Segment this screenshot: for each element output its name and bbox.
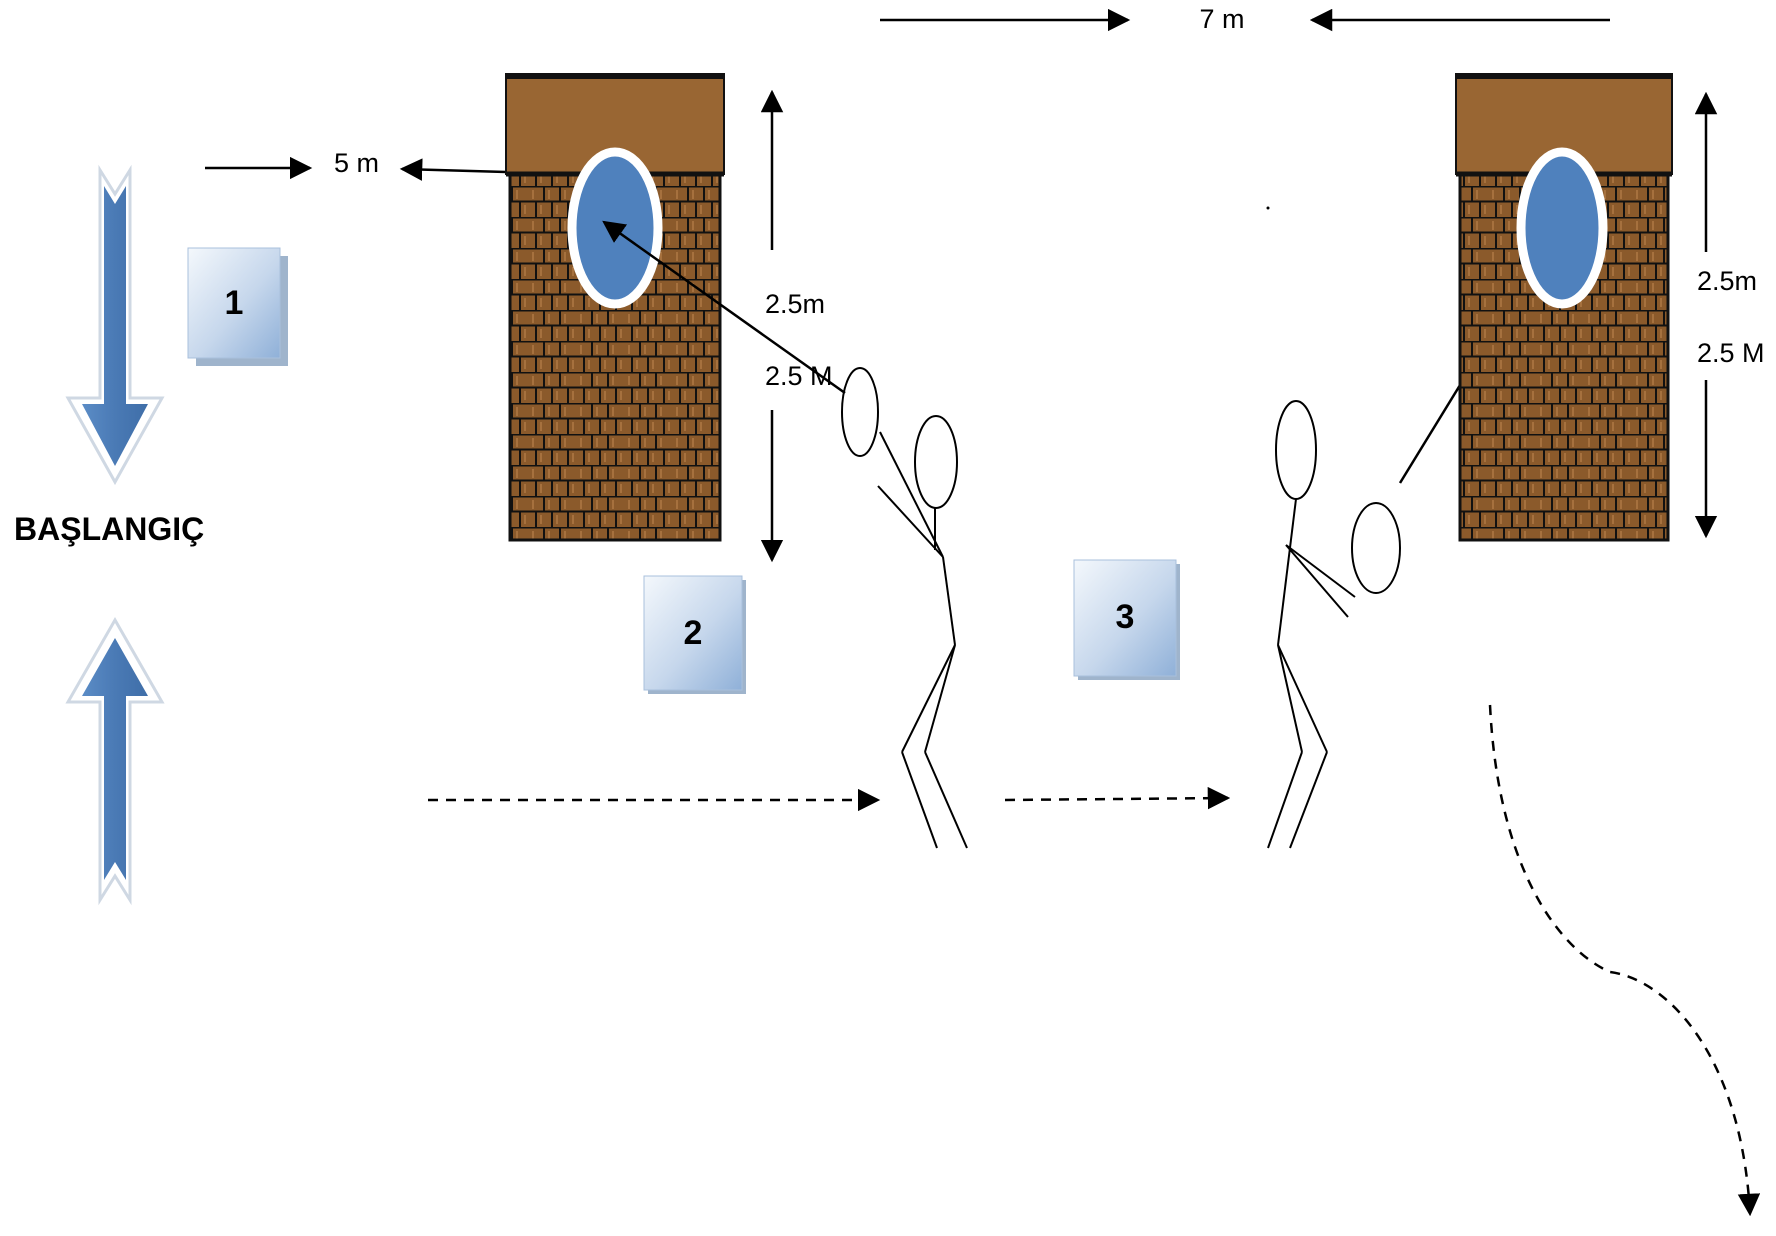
start-label: BAŞLANGIÇ (14, 511, 204, 547)
station-number-2: 2 (684, 614, 703, 652)
station-marker-1: 1 (187, 247, 288, 366)
left-throw-arrow (602, 220, 846, 395)
right-wall-height-measure: 2.5m 2.5 M (1694, 91, 1765, 539)
stray-dot (1266, 206, 1270, 210)
down-arrow (65, 164, 165, 486)
start-distance-measure: 5 m (205, 148, 507, 181)
left-wall-height-label-a: 2.5m (765, 289, 825, 319)
top-distance-measure: 7 m (880, 4, 1610, 34)
left-player-figure (841, 367, 968, 849)
left-target-circle (567, 147, 663, 309)
right-wall-height-label-b: 2.5 M (1697, 338, 1765, 368)
dashed-exit-path (1488, 704, 1761, 1217)
station-number-3: 3 (1116, 598, 1135, 636)
top-distance-label: 7 m (1199, 4, 1244, 34)
station-number-1: 1 (225, 284, 244, 322)
station-marker-2: 2 (643, 575, 746, 694)
right-player-figure (1267, 400, 1401, 849)
right-wall-height-label-a: 2.5m (1697, 266, 1757, 296)
right-target-circle (1516, 147, 1608, 309)
up-arrow (65, 616, 165, 906)
left-wall-height-measure: 2.5m 2.5 M (760, 89, 833, 563)
dashed-path-arrow-2 (1004, 786, 1231, 810)
left-target-wall (505, 73, 725, 542)
station-marker-3: 3 (1073, 559, 1180, 680)
right-target-wall (1455, 73, 1673, 542)
start-distance-label: 5 m (334, 148, 379, 178)
